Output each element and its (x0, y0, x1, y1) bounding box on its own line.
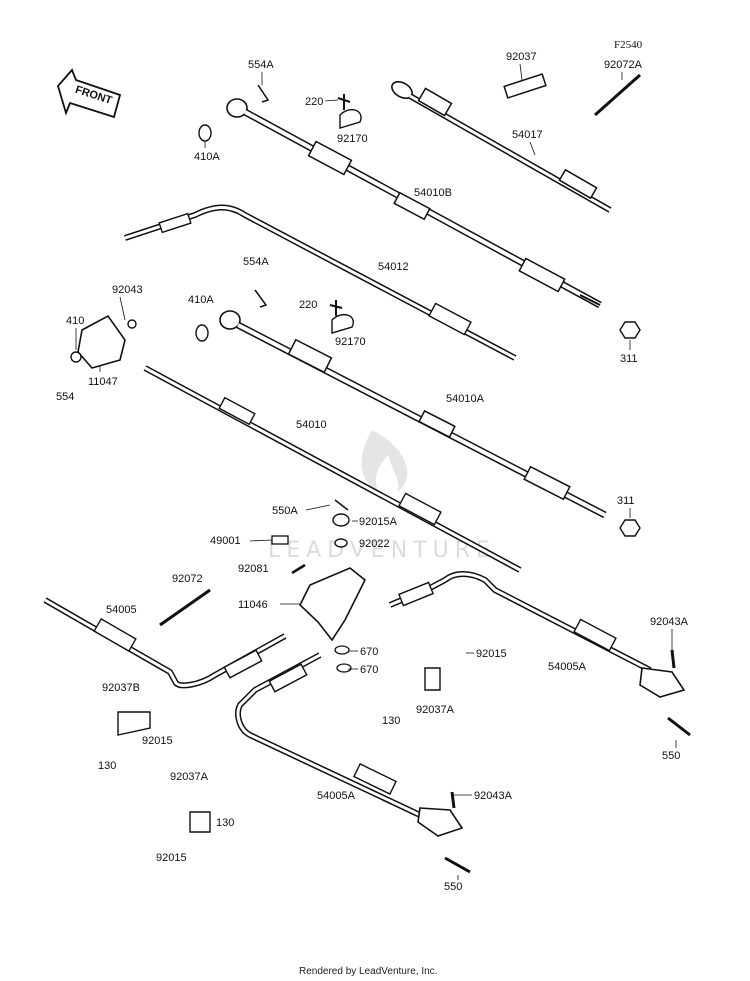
clamp-92170-mid (331, 313, 354, 334)
callout-130-bottom: 130 (216, 817, 234, 829)
callout-550A: 550A (272, 505, 298, 517)
part-92072 (159, 588, 211, 627)
callout-410: 410 (66, 315, 84, 327)
callout-92015A: 92015A (359, 516, 398, 528)
footer-credit: Rendered by LeadVenture, Inc. (299, 966, 437, 977)
bolt-92043A-right (670, 649, 676, 669)
clamp-92170-top (339, 108, 362, 129)
part-92037 (503, 73, 547, 99)
callout-92037A-mid: 92037A (416, 704, 455, 716)
callout-54012: 54012 (378, 261, 409, 273)
cable-54010B (226, 98, 602, 309)
callout-92015-bottom: 92015 (156, 852, 187, 864)
bracket-92037A-bottom (189, 811, 211, 833)
callout-92015-left: 92015 (142, 735, 173, 747)
bracket-11047 (70, 314, 137, 369)
nut-311-mid (619, 519, 641, 537)
callout-410A-top: 410A (194, 151, 220, 163)
callout-92072A: 92072A (604, 59, 643, 71)
cable-54005 (43, 597, 287, 689)
cable-54017 (391, 81, 612, 213)
callout-554: 554 (56, 391, 74, 403)
bolt-220-top (337, 94, 351, 110)
callout-554A-mid: 554A (243, 256, 269, 268)
callout-311-top: 311 (620, 353, 638, 365)
callout-92043: 92043 (112, 284, 143, 296)
front-arrow-icon: FRONT (56, 68, 122, 119)
callout-11046: 11046 (238, 599, 268, 611)
callout-220-top: 220 (305, 96, 323, 108)
callout-670-a: 670 (360, 646, 378, 658)
watermark: LEADVENTURE (268, 430, 496, 563)
callout-130-mid: 130 (382, 715, 400, 727)
callout-92170-mid: 92170 (335, 336, 366, 348)
callout-54010A: 54010A (446, 393, 485, 405)
lever-11046 (271, 499, 367, 673)
clip-554A-top (257, 84, 270, 103)
cable-54012 (124, 204, 517, 361)
pin-550-right (667, 716, 691, 737)
callout-410A-mid: 410A (188, 294, 214, 306)
diagram-code: F2540 (614, 39, 643, 51)
callout-554A-top: 554A (248, 59, 274, 71)
cable-54010A (219, 310, 607, 519)
callout-550-bottom: 550 (444, 881, 462, 893)
cable-54005A-bottom (235, 652, 464, 837)
callout-550-right: 550 (662, 750, 680, 762)
callout-54010: 54010 (296, 419, 327, 431)
callout-54010B: 54010B (414, 187, 452, 199)
watermark-text: LEADVENTURE (268, 538, 496, 563)
callout-49001: 49001 (210, 535, 241, 547)
cable-54005A-right (388, 571, 686, 698)
callout-220-mid: 220 (299, 299, 317, 311)
cable-54010 (143, 365, 522, 573)
part-92072A (594, 73, 641, 117)
callout-54005: 54005 (106, 604, 137, 616)
callout-54005A-bottom: 54005A (317, 790, 356, 802)
callout-labels: 554A 410A 220 92170 92037 92072A 54017 5… (56, 51, 689, 893)
callout-130-left: 130 (98, 760, 116, 772)
nut-311-top (619, 321, 641, 339)
callout-92072: 92072 (172, 573, 203, 585)
clip-554A-mid (254, 289, 268, 308)
bracket-92037A-mid (424, 667, 441, 691)
callout-92022: 92022 (359, 538, 390, 550)
callout-92037: 92037 (506, 51, 537, 63)
callout-92043A-bottom: 92043A (474, 790, 513, 802)
bracket-92037B (117, 711, 151, 736)
callout-92081: 92081 (238, 563, 269, 575)
washer-410A-mid (195, 324, 209, 342)
bolt-220-mid (329, 300, 343, 316)
callout-92170-top: 92170 (337, 133, 368, 145)
leader-lines (75, 63, 677, 880)
callout-54005A-right: 54005A (548, 661, 587, 673)
callout-92015-mid: 92015 (476, 648, 507, 660)
washer-410A-top (198, 124, 212, 142)
callout-11047: 11047 (88, 376, 118, 388)
callout-670-b: 670 (360, 664, 378, 676)
callout-92043A-right: 92043A (650, 616, 689, 628)
callout-311-mid: 311 (617, 495, 635, 507)
bolt-92043A-bottom (450, 791, 456, 809)
callout-54017: 54017 (512, 129, 543, 141)
pin-550-bottom (444, 856, 471, 874)
callout-92037B: 92037B (102, 682, 140, 694)
callout-92037A-bottom: 92037A (170, 771, 209, 783)
